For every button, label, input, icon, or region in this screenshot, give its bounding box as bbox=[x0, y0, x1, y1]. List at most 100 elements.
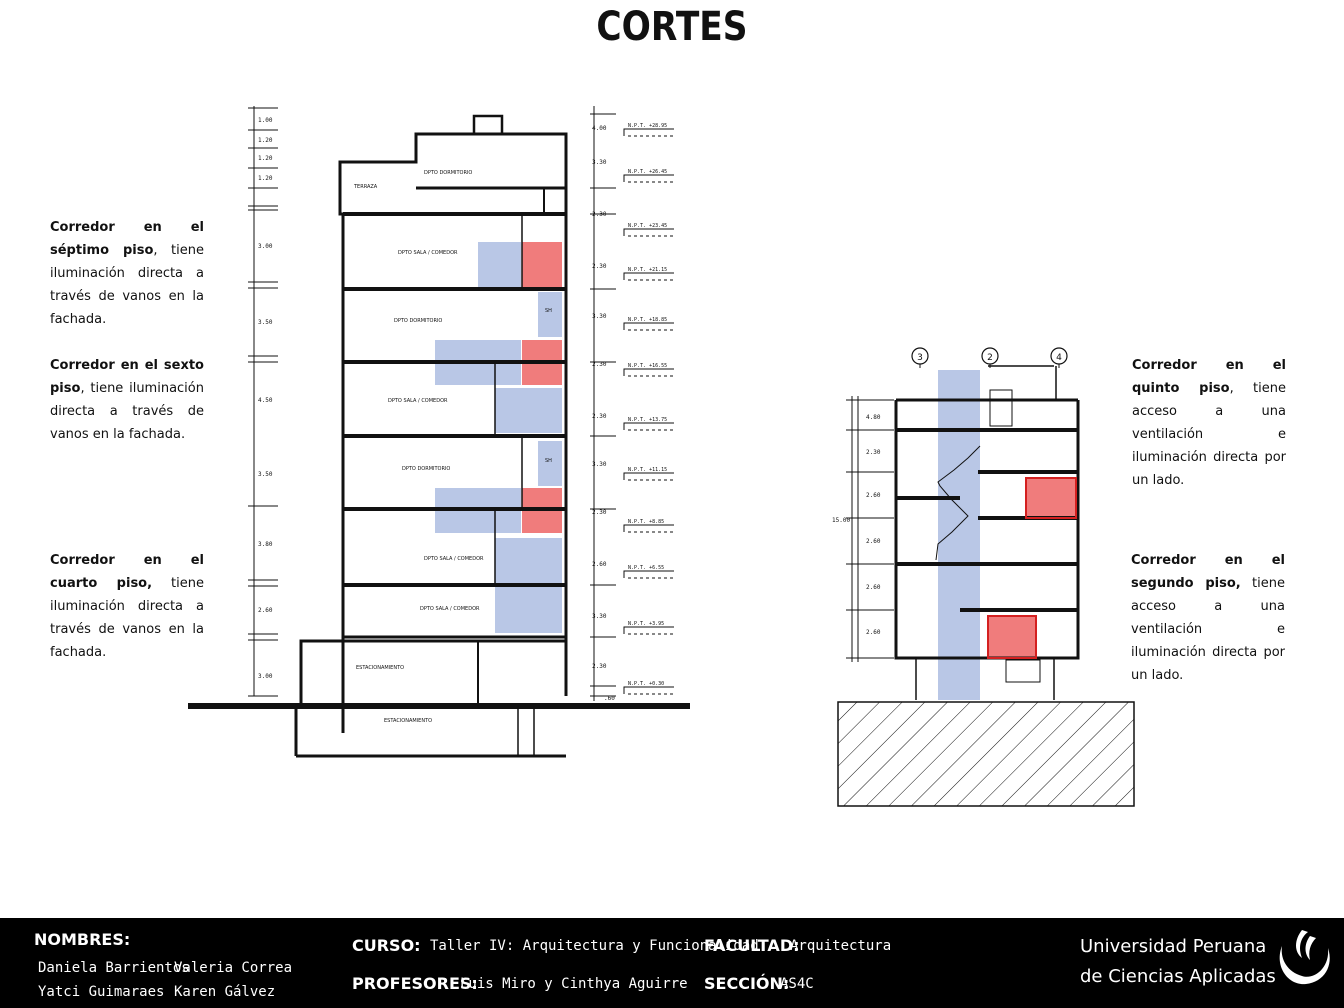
room-label: DPTO SALA / COMEDOR bbox=[398, 250, 458, 256]
student-name: Valeria Correa bbox=[174, 960, 293, 976]
dim-label: 2.30 bbox=[592, 263, 607, 270]
names-label: NOMBRES: bbox=[34, 930, 131, 949]
room-label: DPTO SALA / COMEDOR bbox=[388, 398, 448, 404]
axis-circle bbox=[911, 347, 929, 365]
university-name-line2: de Ciencias Aplicadas bbox=[1080, 966, 1276, 987]
dim-label: 3.50 bbox=[258, 471, 273, 478]
shaft-highlight-blue bbox=[938, 370, 980, 700]
room-label: DPTO DORMITORIO bbox=[424, 170, 472, 176]
course-value: Taller IV: Arquitectura y Funcionalidad bbox=[430, 938, 759, 954]
dim-label: 1.00 bbox=[258, 117, 273, 124]
level-label: N.P.T. +6.55 bbox=[628, 565, 664, 571]
dim-label: 2.30 bbox=[592, 509, 607, 516]
dim-label: 3.50 bbox=[258, 319, 273, 326]
level-markers bbox=[623, 128, 674, 695]
dim-label: 2.30 bbox=[592, 413, 607, 420]
corridor-blue bbox=[538, 441, 562, 486]
right-dimension-chain bbox=[590, 106, 616, 701]
level-label: N.P.T. +23.45 bbox=[628, 223, 667, 229]
axis-circle bbox=[1050, 347, 1068, 365]
note-text: , tiene iluminación directa a través de … bbox=[50, 243, 204, 327]
room-label: DPTO DORMITORIO bbox=[402, 466, 450, 472]
room-label: DPTO SALA / COMEDOR bbox=[424, 556, 484, 562]
corridor-blue bbox=[495, 586, 562, 633]
dim-label: 2.60 bbox=[866, 584, 881, 591]
corridor-blue bbox=[495, 388, 562, 433]
dim-label: 2.30 bbox=[592, 663, 607, 670]
dim-label: 3.00 bbox=[258, 243, 273, 250]
faculty-label: FACULTAD: bbox=[704, 936, 800, 955]
section-label: SECCIÓN: bbox=[704, 974, 790, 993]
dim-label: 3.30 bbox=[592, 159, 607, 166]
room-label: DPTO SALA / COMEDOR bbox=[420, 606, 480, 612]
level-labels: N.P.T. +28.95 N.P.T. +26.45 N.P.T. +23.4… bbox=[628, 123, 667, 687]
dim-label: 4.00 bbox=[592, 125, 607, 132]
axis-circle bbox=[981, 347, 999, 365]
note-text: tiene acceso a una ventilación e ilumina… bbox=[1131, 576, 1285, 683]
professors-label: PROFESORES: bbox=[352, 974, 478, 993]
faculty-value: Arquitectura bbox=[790, 938, 892, 954]
building-section-a: 1.00 1.20 1.20 1.20 3.00 3.50 4.50 3.50 … bbox=[188, 106, 690, 758]
dim-label: 2.60 bbox=[866, 492, 881, 499]
dim-label: 3.00 bbox=[258, 673, 273, 680]
level-label: N.P.T. +13.75 bbox=[628, 417, 667, 423]
left-dimension-labels: 1.00 1.20 1.20 1.20 3.00 3.50 4.50 3.50 … bbox=[258, 117, 273, 680]
note-text: tiene iluminación directa a través de va… bbox=[50, 576, 205, 660]
corridor-blue bbox=[478, 242, 521, 287]
dim-label: 2.30 bbox=[592, 361, 607, 368]
note-text: , tiene iluminación directa a través de … bbox=[50, 381, 204, 442]
course-label: CURSO: bbox=[352, 936, 421, 955]
section-value: AS4C bbox=[780, 976, 814, 992]
page-title: CORTES bbox=[596, 4, 748, 50]
axis-markers: 3 2 4 bbox=[911, 347, 1068, 365]
right-dimension-labels: 4.00 3.30 2.30 2.30 3.30 2.30 2.30 3.30 … bbox=[592, 125, 615, 702]
student-name: Yatci Guimaraes bbox=[38, 984, 165, 1000]
footer-bar: NOMBRES: Daniela Barrientos Valeria Corr… bbox=[0, 918, 1344, 1008]
level-label: N.P.T. +8.85 bbox=[628, 519, 664, 525]
axis-label: 3 bbox=[917, 353, 923, 363]
level-label: N.P.T. +28.95 bbox=[628, 123, 667, 129]
corridor-red bbox=[1026, 478, 1076, 518]
professors-value: Luis Miro y Cinthya Aguirre bbox=[460, 976, 688, 992]
level-label: N.P.T. +3.95 bbox=[628, 621, 664, 627]
note-second-floor: Corredor en el segundo piso, tiene acces… bbox=[1131, 549, 1285, 687]
dim-label: 4.80 bbox=[866, 414, 881, 421]
dim-label: 2.60 bbox=[258, 607, 273, 614]
axis-label: 2 bbox=[987, 353, 993, 363]
dim-label: 2.60 bbox=[866, 538, 881, 545]
note-bold: Corredor en el séptimo piso bbox=[50, 220, 204, 258]
note-bold: Corredor en el cuarto piso, bbox=[50, 553, 204, 591]
dim-label: 3.80 bbox=[258, 541, 273, 548]
left-dimension-chain bbox=[248, 106, 278, 697]
room-label: DPTO DORMITORIO bbox=[394, 318, 442, 324]
building-section-b: 3 2 4 4.80 2.30 2.60 2.60 2.60 2.60 15.0… bbox=[832, 347, 1135, 807]
room-labels: DPTO DORMITORIO TERRAZA DPTO SALA / COME… bbox=[353, 170, 552, 724]
level-label: N.P.T. +11.15 bbox=[628, 467, 667, 473]
upc-logo-icon bbox=[1279, 930, 1330, 985]
room-label: ESTACIONAMIENTO bbox=[384, 718, 432, 724]
corridor-blue bbox=[538, 292, 562, 337]
dim-total-label: 15.00 bbox=[832, 517, 850, 524]
dim-label: 2.60 bbox=[592, 561, 607, 568]
room-label: SH bbox=[545, 458, 552, 464]
level-label: N.P.T. +26.45 bbox=[628, 169, 667, 175]
dim-label: 1.20 bbox=[258, 137, 273, 144]
room-label: ESTACIONAMIENTO bbox=[356, 665, 404, 671]
note-bold: Corredor en el segundo piso, bbox=[1131, 553, 1285, 591]
room-label: SH bbox=[545, 308, 552, 314]
ground-hatch bbox=[837, 701, 1135, 807]
section-b-dimension-labels: 4.80 2.30 2.60 2.60 2.60 2.60 15.00 bbox=[832, 414, 881, 636]
dim-label: .60 bbox=[604, 695, 615, 702]
corridor-red bbox=[522, 242, 562, 287]
room-label: TERRAZA bbox=[353, 184, 378, 190]
dim-label: 1.20 bbox=[258, 155, 273, 162]
building-structure bbox=[294, 114, 568, 758]
dim-label: 3.30 bbox=[592, 313, 607, 320]
note-text: , tiene acceso a una ventilación e ilumi… bbox=[1132, 381, 1286, 488]
note-fifth-floor: Corredor en el quinto piso, tiene acceso… bbox=[1132, 354, 1286, 492]
corridor-blue bbox=[495, 538, 562, 583]
dim-label: 3.30 bbox=[592, 461, 607, 468]
level-label: N.P.T. +0.30 bbox=[628, 681, 664, 687]
note-fourth-floor: Corredor en el cuarto piso, tiene ilumin… bbox=[50, 549, 204, 664]
dim-label: 1.20 bbox=[258, 175, 273, 182]
